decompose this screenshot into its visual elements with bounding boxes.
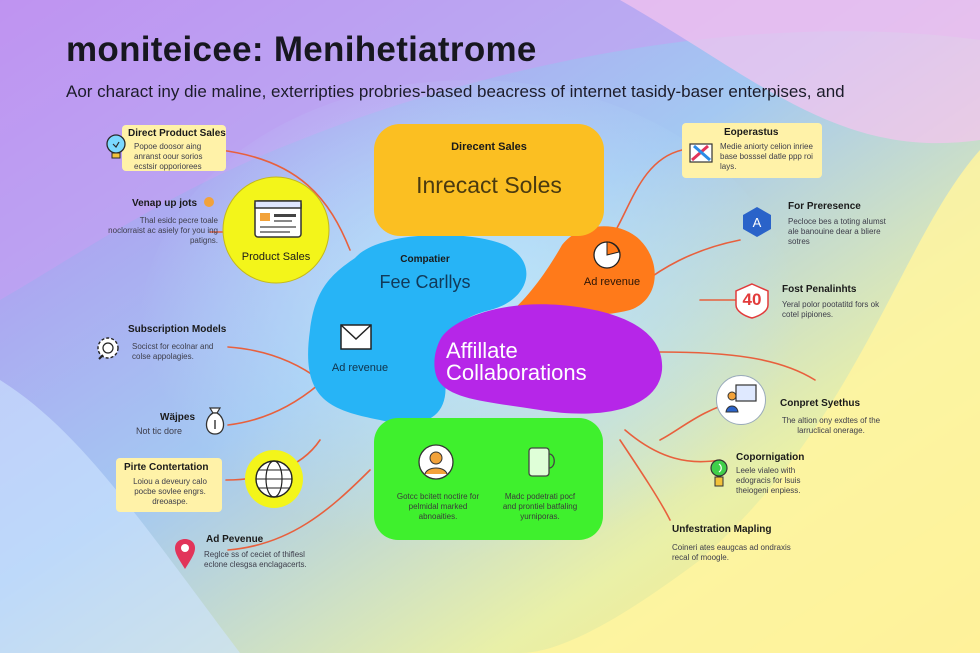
- shield-badge-icon: [735, 283, 769, 319]
- left-body-1: Popoe doosor aing anranst oour sorios ec…: [134, 142, 203, 171]
- left-body-4: Not tic dore: [136, 426, 183, 436]
- presenter-icon: [725, 384, 757, 413]
- envelope-icon: [340, 324, 372, 350]
- hexagon-a-icon: A: [743, 207, 771, 237]
- left-body-3: Socicst for ecolnar and colse appolagies…: [132, 342, 214, 361]
- right-title-5: Copornigation: [736, 452, 805, 463]
- right-body-1: Medie aniorty celion inriee base bosssel…: [720, 142, 813, 171]
- browser-window-icon: [254, 200, 302, 238]
- blue-blob: [308, 235, 527, 424]
- direct-sales-box: [374, 124, 604, 236]
- badge-forty: 40: [742, 290, 762, 309]
- right-body-5: Leele vialeo with edogracis for lsuis th…: [736, 466, 801, 495]
- right-body-2: Pecloce bes a toting alumst ale banouine…: [788, 217, 886, 246]
- pie-chart-icon: [593, 241, 621, 269]
- purple-blob: [434, 304, 663, 414]
- left-title-6: Ad Pevenue: [206, 534, 264, 545]
- lightbulb-icon: [106, 134, 126, 159]
- user-profile-icon: [418, 444, 454, 480]
- gear-search-icon: [97, 337, 119, 360]
- right-body-6: Coineri ates eaugcas ad ondraxis recal o…: [672, 543, 791, 562]
- svg-text:A: A: [753, 215, 762, 230]
- green-right-text: Madc podetrati pocf and prontiel batfali…: [502, 492, 578, 521]
- left-title-5: Pirte Contertation: [124, 462, 209, 473]
- left-card-direct-product-sales: [122, 125, 226, 171]
- plant-icon: [710, 459, 728, 487]
- money-bag-icon: [205, 407, 225, 435]
- page-title: moniteicee: Menihetiatrome: [66, 30, 537, 69]
- right-title-4: Conpret Syethus: [780, 398, 861, 409]
- blue-ad-label: Ad revenue: [331, 362, 389, 374]
- globe-icon: [245, 450, 303, 508]
- right-title-1: Eoperastus: [724, 127, 779, 138]
- mug-icon: [528, 447, 555, 477]
- left-title-2: Venap up jots: [132, 198, 198, 209]
- left-body-5: Loiou a deveury calo pocbe sovlee engrs.…: [133, 477, 207, 506]
- tools-icon: [689, 143, 713, 163]
- left-title-4: Wäjpes: [160, 412, 196, 423]
- coin-icon: [204, 197, 214, 207]
- blue-top-label: Compatier: [400, 254, 450, 265]
- right-title-6: Unfestration Mapling: [672, 524, 772, 535]
- affiliate-line2: Collaborations: [446, 360, 587, 385]
- product-sales-label: Product Sales: [241, 251, 311, 263]
- left-title-1: Direct Product Sales: [128, 128, 226, 139]
- left-card-pirte: [116, 458, 222, 512]
- orange-ad-label: Ad revenue: [583, 276, 641, 288]
- left-body-6: Reglce ss of ceciet of thiflesl eclone c…: [204, 550, 307, 569]
- right-title-3: Fost Penalinhts: [782, 284, 857, 295]
- page-subtitle: Aor charact iny die maline, exterripties…: [66, 82, 845, 101]
- right-body-3: Yeral polor pootatitd fors ok cotel pipi…: [782, 300, 880, 319]
- right-body-4: The altion ony exdtes of the larruclical…: [781, 416, 881, 435]
- location-pin-icon: [175, 539, 195, 569]
- green-left-text: Gotcc bcitett noctire for pelmidal marke…: [396, 492, 480, 521]
- direct-sales-subtitle: Inrecact Soles: [416, 172, 562, 198]
- left-body-2: Thal esidc pecre toale noclorraist ac as…: [108, 216, 218, 245]
- left-title-3: Subscription Models: [128, 324, 227, 335]
- blue-title: Fee Carllys: [379, 272, 471, 292]
- direct-sales-title: Direcent Sales: [451, 141, 527, 153]
- right-title-2: For Preresence: [788, 201, 861, 212]
- affiliate-line1: Affillate: [446, 338, 518, 363]
